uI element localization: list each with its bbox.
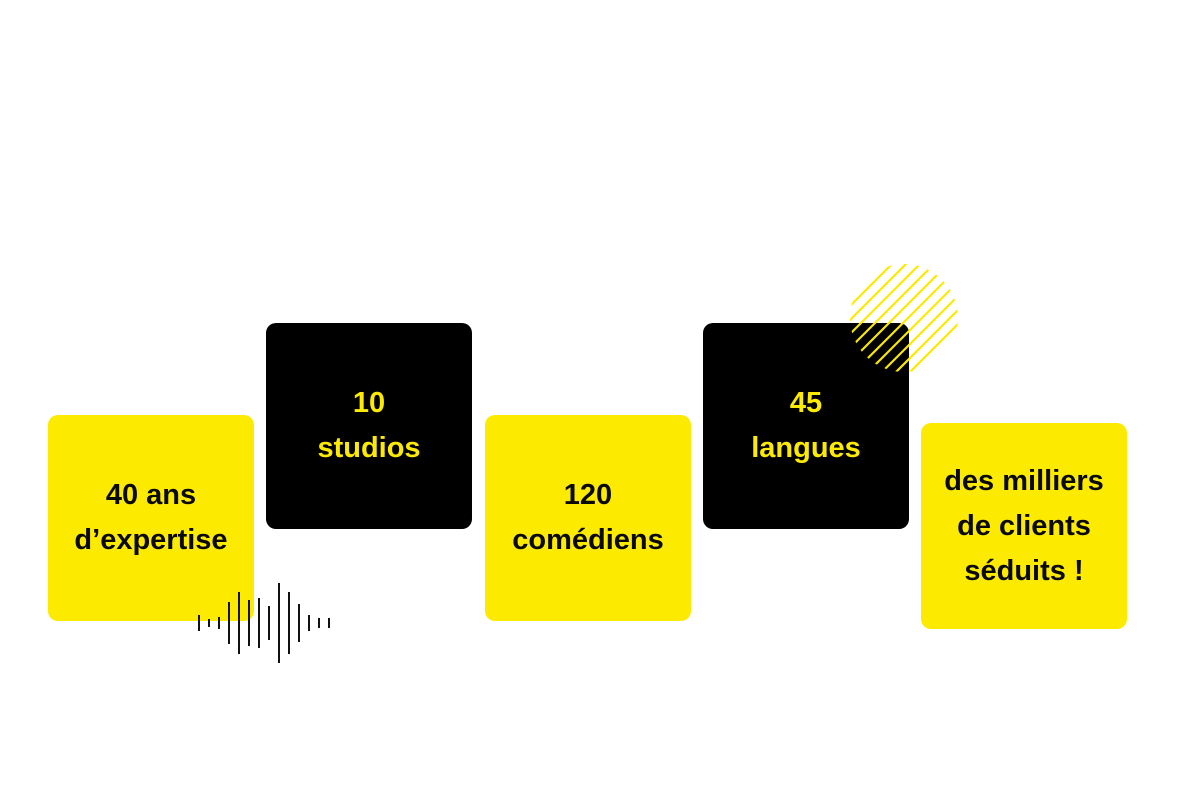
stat-card-line: comédiens (512, 524, 664, 556)
stat-card-line: 10 (352, 387, 386, 419)
stat-card-langues: 45 langues (703, 323, 909, 529)
diagonal-stripes-decoration (850, 264, 958, 372)
stat-card-line: des milliers (944, 464, 1104, 497)
stat-card-line: de clients (957, 509, 1091, 542)
stat-card-line: 120 (563, 479, 613, 511)
stat-card-comediens: 120 comédiens (485, 415, 691, 621)
stat-card-expertise: 40 ans d’expertise (48, 415, 254, 621)
stat-card-line: séduits ! (964, 554, 1084, 587)
stat-card-line: 45 (789, 387, 823, 419)
stat-card-line: 40 ans (105, 479, 197, 511)
stat-card-line: d’expertise (74, 524, 228, 556)
stat-card-line: studios (317, 432, 421, 464)
stat-card-clients: des milliers de clients séduits ! (921, 423, 1127, 629)
sound-waveform-icon (198, 583, 330, 663)
stat-card-studios: 10 studios (266, 323, 472, 529)
stat-card-line: langues (751, 432, 861, 464)
